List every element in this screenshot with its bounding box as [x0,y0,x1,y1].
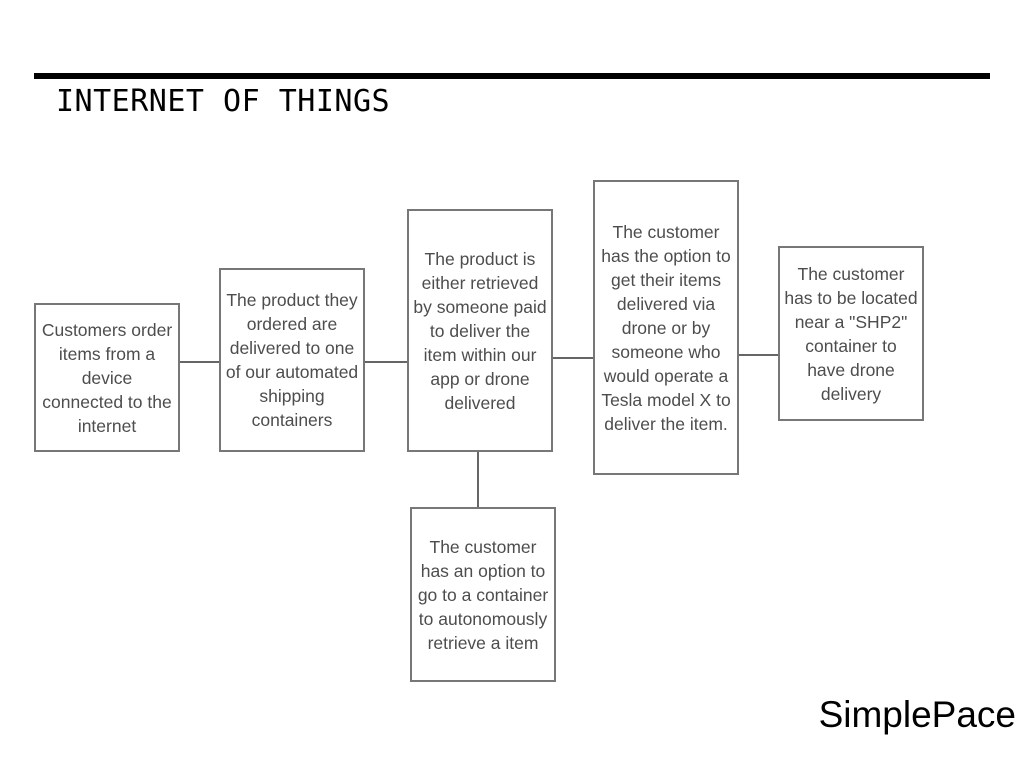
connector-1-2 [179,361,221,363]
flow-step-text: The customer has the option to get their… [601,221,731,434]
title-rule [34,73,990,79]
connector-4-5 [737,354,779,356]
flow-step-shipping-containers: The product they ordered are delivered t… [219,268,365,452]
flow-step-text: The customer has an option to go to a co… [417,536,549,653]
flow-step-text: The product they ordered are delivered t… [225,290,359,430]
flow-branch-self-retrieve: The customer has an option to go to a co… [410,507,556,682]
connector-3-branch [477,450,479,508]
flow-step-retrieval: The product is either retrieved by someo… [407,209,553,452]
connector-2-3 [364,361,409,363]
flow-step-text: The customer has to be located near a "S… [784,263,918,404]
connector-3-4 [552,357,594,359]
flow-step-drone-requirement: The customer has to be located near a "S… [778,246,924,421]
slide-title: INTERNET OF THINGS [56,84,391,119]
flow-step-order-items: Customers order items from a device conn… [34,303,180,452]
flow-step-delivery-options: The customer has the option to get their… [593,180,739,475]
brand-wordmark: SimplePace [818,694,1016,735]
flow-step-text: Customers order items from a device conn… [41,319,173,436]
flow-step-text: The product is either retrieved by someo… [413,248,547,413]
